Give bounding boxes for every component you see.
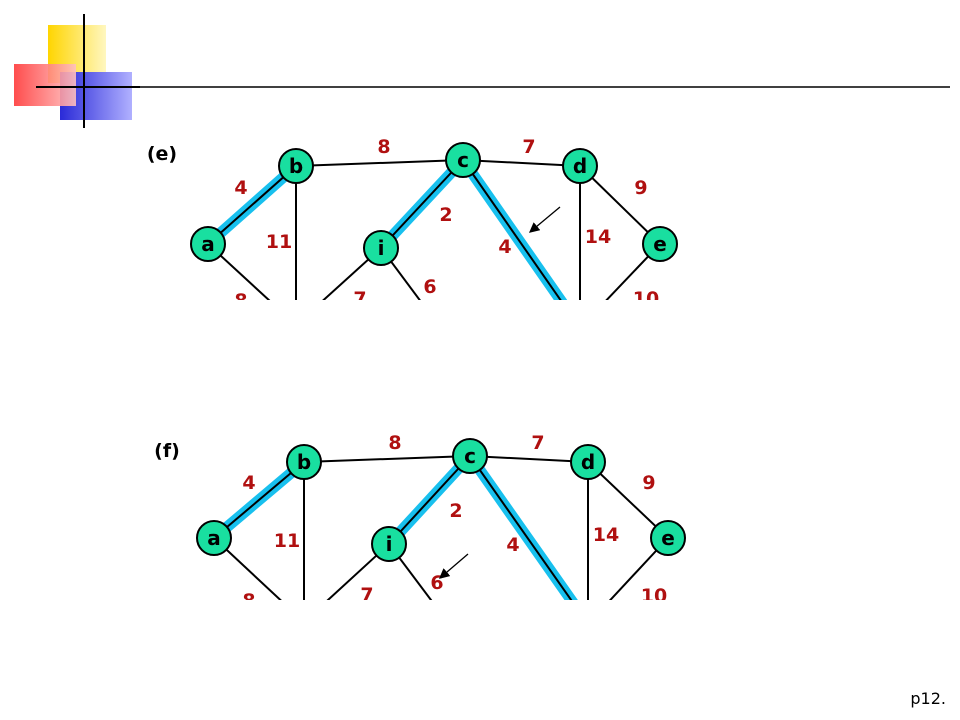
edge-weight-h-i: 7	[360, 584, 373, 600]
pointer-arrow	[439, 553, 469, 579]
slide-logo	[14, 14, 140, 128]
edge-weight-b-c: 8	[377, 136, 390, 158]
graph-panel-f: 48811274914102167abcdefghi(f)	[154, 432, 686, 600]
node-e	[642, 226, 678, 262]
edge-c-f	[469, 455, 573, 600]
node-label-c: c	[457, 148, 469, 172]
edge-weight-c-i: 2	[439, 204, 452, 226]
edge-weight-a-h: 8	[234, 290, 247, 300]
node-i	[371, 526, 407, 562]
edge-weight-e-f: 10	[641, 585, 667, 600]
node-d	[570, 444, 606, 480]
edge-e-f	[605, 243, 661, 300]
edge-weight-d-e: 9	[642, 472, 655, 494]
edge-a-b	[213, 461, 305, 539]
edge-a-h	[207, 243, 271, 300]
edge-weight-e-f: 10	[633, 288, 659, 300]
node-i	[363, 230, 399, 266]
edge-weight-d-f: 14	[585, 226, 611, 248]
edge-weight-d-f: 14	[593, 524, 619, 546]
edge-b-c	[295, 159, 464, 167]
edge-weight-b-h: 11	[266, 231, 292, 253]
node-label-e: e	[661, 526, 675, 550]
edge-a-h	[213, 537, 282, 600]
edge-weight-c-d: 7	[522, 136, 535, 158]
panel-label: (f)	[154, 440, 180, 462]
node-label-b: b	[289, 154, 303, 178]
edge-weight-a-b: 4	[234, 177, 247, 199]
edge-c-i	[380, 159, 464, 249]
node-c	[445, 142, 481, 178]
node-label-e: e	[653, 232, 667, 256]
node-d	[562, 148, 598, 184]
tree-highlight-c-f	[464, 450, 578, 600]
edge-c-f	[462, 159, 562, 300]
node-label-i: i	[378, 236, 385, 260]
edge-weight-c-f: 4	[498, 236, 511, 258]
node-label-b: b	[297, 450, 311, 474]
edge-weight-c-d: 7	[531, 432, 544, 454]
edge-weight-c-i: 2	[449, 500, 462, 522]
node-b	[278, 148, 314, 184]
node-e	[650, 520, 686, 556]
edge-weight-c-f: 4	[506, 534, 519, 556]
edge-weight-a-b: 4	[242, 472, 255, 494]
edge-c-d	[462, 159, 581, 167]
edge-d-e	[579, 165, 661, 245]
node-c	[452, 438, 488, 474]
pointer-arrow	[529, 206, 561, 233]
logo-red-square	[14, 64, 76, 106]
edge-h-i	[322, 247, 382, 300]
edge-d-e	[587, 461, 669, 539]
edge-weight-b-h: 11	[274, 530, 300, 552]
edge-h-i	[326, 543, 390, 600]
graph-panel-e: 48811274914102167abcdefghi(e)	[147, 136, 678, 300]
node-label-d: d	[573, 154, 587, 178]
edge-weight-d-e: 9	[634, 177, 647, 199]
edge-weight-g-i: 6	[430, 572, 443, 594]
node-label-a: a	[201, 232, 215, 256]
edge-weight-a-h: 8	[242, 590, 255, 600]
node-label-c: c	[464, 444, 476, 468]
node-label-i: i	[386, 532, 393, 556]
node-a	[190, 226, 226, 262]
edge-c-d	[469, 455, 589, 463]
node-label-d: d	[581, 450, 595, 474]
edge-e-f	[608, 537, 669, 600]
node-label-a: a	[207, 526, 221, 550]
node-a	[196, 520, 232, 556]
edge-b-c	[303, 455, 471, 463]
page-number: p12.	[910, 689, 946, 708]
edge-weight-h-i: 7	[353, 288, 366, 300]
tree-highlight-c-f	[457, 154, 568, 300]
panel-label: (e)	[147, 143, 177, 165]
edge-weight-b-c: 8	[388, 432, 401, 454]
edge-weight-g-i: 6	[423, 276, 436, 298]
edge-c-i	[388, 455, 471, 545]
node-b	[286, 444, 322, 480]
edge-a-b	[207, 165, 297, 245]
